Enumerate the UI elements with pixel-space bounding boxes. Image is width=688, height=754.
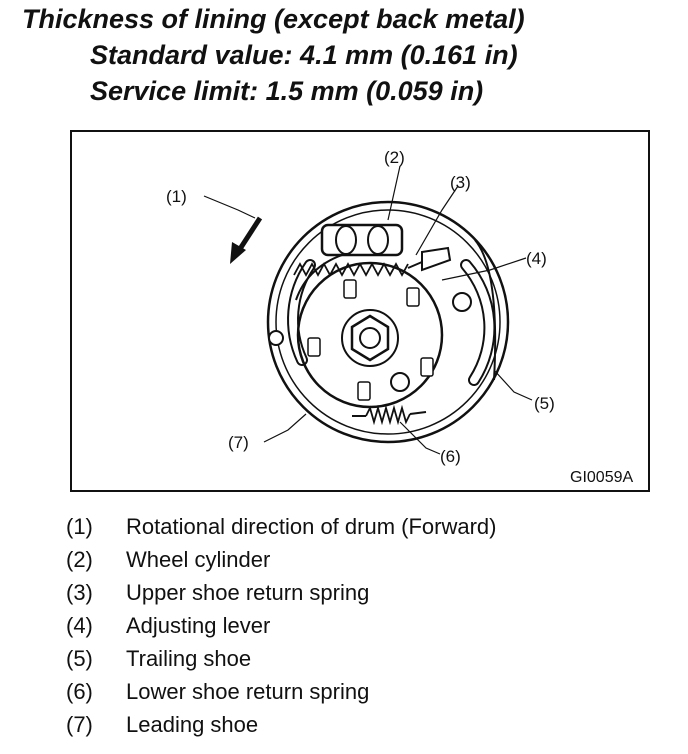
hub-nut xyxy=(350,314,390,362)
legend-number: (1) xyxy=(66,514,93,539)
wheel-studs xyxy=(307,279,434,401)
drum-brake-diagram: (1) (2) (3) (4) (5) (6) (7) GI0059A xyxy=(70,130,650,492)
callout-5: (5) xyxy=(534,394,555,413)
callout-1: (1) xyxy=(166,187,187,206)
lower-shoe-return-spring xyxy=(365,404,411,426)
legend-number: (3) xyxy=(66,580,93,605)
wheel-cylinder xyxy=(320,223,404,257)
legend-text: Upper shoe return spring xyxy=(126,580,370,605)
service-limit: Service limit: 1.5 mm (0.059 in) xyxy=(90,76,484,106)
legend-number: (6) xyxy=(66,679,93,704)
legend-text: Rotational direction of drum (Forward) xyxy=(126,514,497,539)
callout-6: (6) xyxy=(440,447,461,466)
standard-value: Standard value: 4.1 mm (0.161 in) xyxy=(90,40,518,70)
rotation-arrow xyxy=(235,216,263,254)
legend-text: Wheel cylinder xyxy=(126,547,271,572)
callout-7: (7) xyxy=(228,433,249,452)
legend-number: (5) xyxy=(66,646,93,671)
legend-number: (7) xyxy=(66,712,93,737)
backing-plate-rim xyxy=(275,209,501,435)
hub-cap xyxy=(341,309,399,367)
callout-4: (4) xyxy=(526,249,547,268)
spec-title: Thickness of lining (except back metal) xyxy=(22,4,525,34)
adjusting-lever xyxy=(421,246,452,272)
figure-code: GI0059A xyxy=(570,469,633,486)
legend-text: Lower shoe return spring xyxy=(126,679,370,704)
legend-text: Adjusting lever xyxy=(126,613,271,638)
legend-number: (4) xyxy=(66,613,93,638)
callout-3: (3) xyxy=(450,173,471,192)
legend-text: Trailing shoe xyxy=(126,646,252,671)
legend-text: Leading shoe xyxy=(126,712,259,737)
backing-plate-outer xyxy=(266,200,510,444)
upper-shoe-return-spring xyxy=(293,262,409,277)
callout-2: (2) xyxy=(384,148,405,167)
legend-number: (2) xyxy=(66,547,93,572)
